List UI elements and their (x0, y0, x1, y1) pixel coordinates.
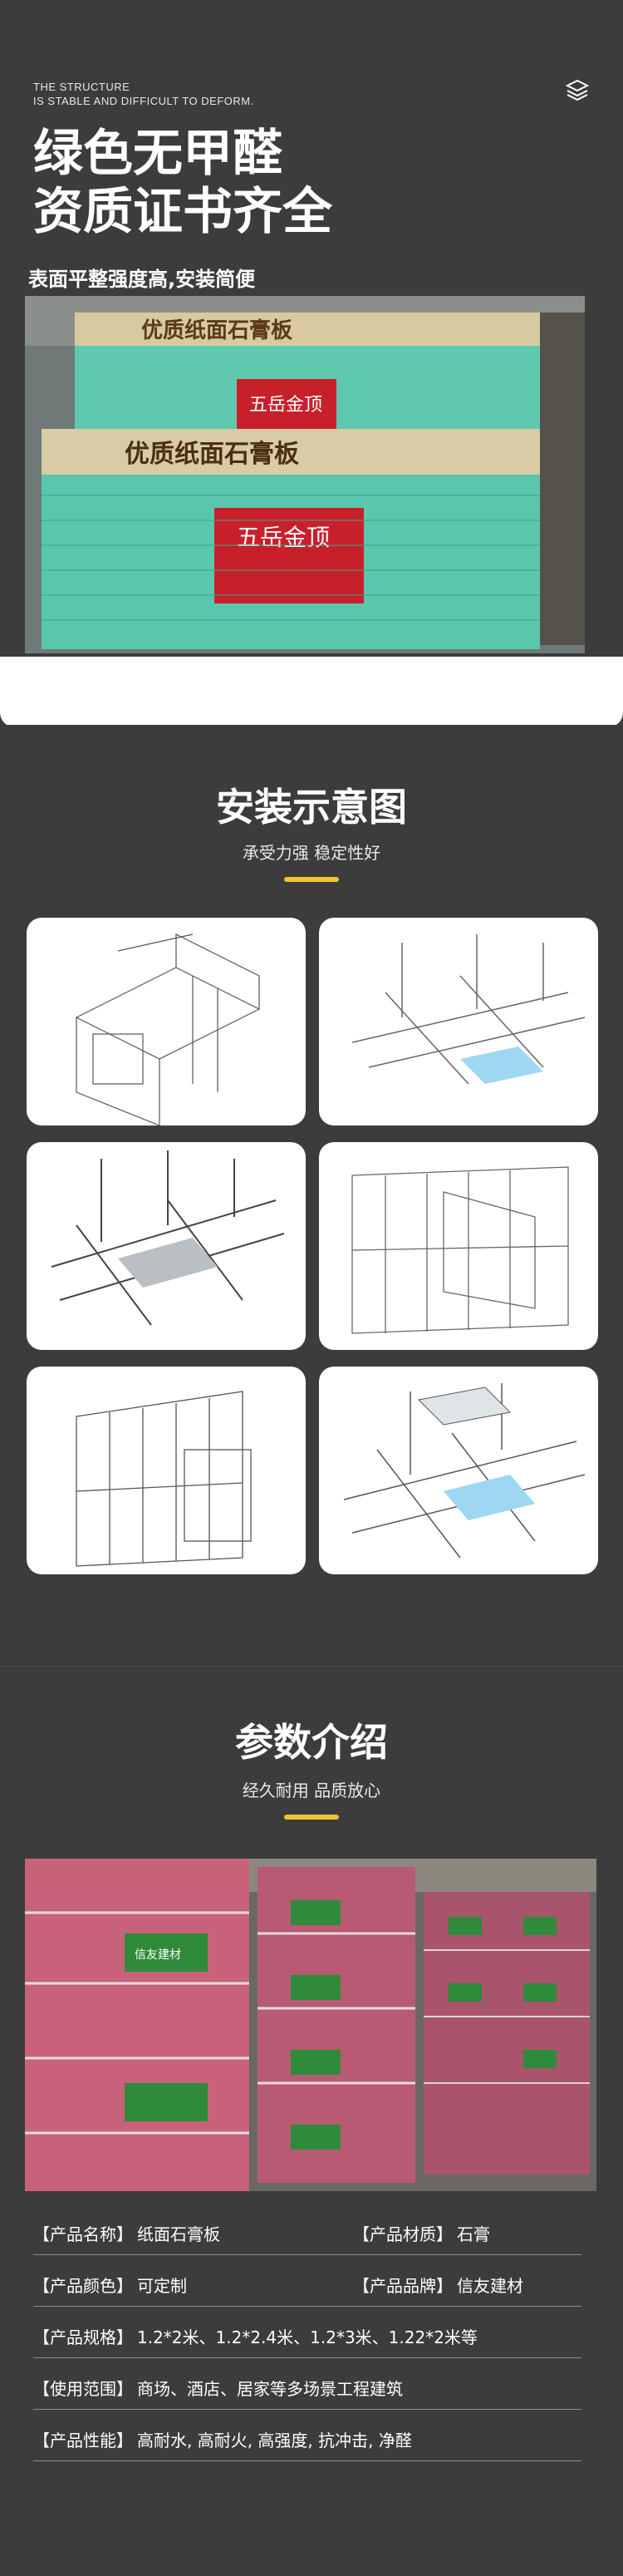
pink-board-stack-photo: 信友建材 (25, 1859, 596, 2191)
layers-icon (565, 79, 590, 101)
sign-top: 五岳金顶 (249, 395, 322, 416)
param-row: 【产品规格】 1.2*2米、1.2*2.4米、1.2*3米、1.22*2米等 (33, 2308, 581, 2359)
hero-title: 绿色无甲醛 资质证书齐全 (33, 125, 332, 241)
photo-brand-label: 信友建材 (135, 1948, 181, 1962)
params-title: 参数介绍 (235, 1720, 388, 1765)
ceiling-tile-grid-diagram (319, 1367, 598, 1574)
params-subtitle: 经久耐用 品质放心 (242, 1781, 381, 1800)
install-title: 安装示意图 (216, 785, 407, 830)
partition-keel-diagram (319, 1142, 598, 1350)
board-label-top: 优质纸面石膏板 (141, 318, 292, 343)
gypsum-board-stack-photo: 优质纸面石膏板 五岳金顶 优质纸面石膏板 五岳金顶 (25, 296, 585, 653)
param-row: 【产品名称】 纸面石膏板 【产品材质】 石膏 (33, 2204, 581, 2256)
wall-stud-diagram (27, 1367, 306, 1574)
param-row: 【产品颜色】 可定制 【产品品牌】 信友建材 (33, 2256, 581, 2308)
param-row: 【产品性能】 高耐水, 高耐火, 高强度, 抗冲击, 净醛 (33, 2411, 581, 2462)
hero-subtitle: 表面平整强度高,安装简便 (28, 268, 256, 291)
install-subtitle: 承受力强 稳定性好 (242, 843, 381, 863)
ceiling-grid-diagram (319, 918, 598, 1125)
param-row: 【使用范围】 商场、酒店、居家等多场景工程建筑 (33, 2359, 581, 2411)
install-accent-bar (284, 877, 339, 882)
board-label-bottom: 优质纸面石膏板 (125, 440, 299, 469)
english-tagline: THE STRUCTURE IS STABLE AND DIFFICULT TO… (33, 81, 254, 107)
params-accent-bar (284, 1815, 339, 1820)
sign-bottom: 五岳金顶 (237, 524, 330, 551)
suspended-ceiling-diagram (27, 1142, 306, 1350)
wall-frame-diagram (27, 918, 306, 1125)
hero-bottom-panel (0, 657, 623, 727)
